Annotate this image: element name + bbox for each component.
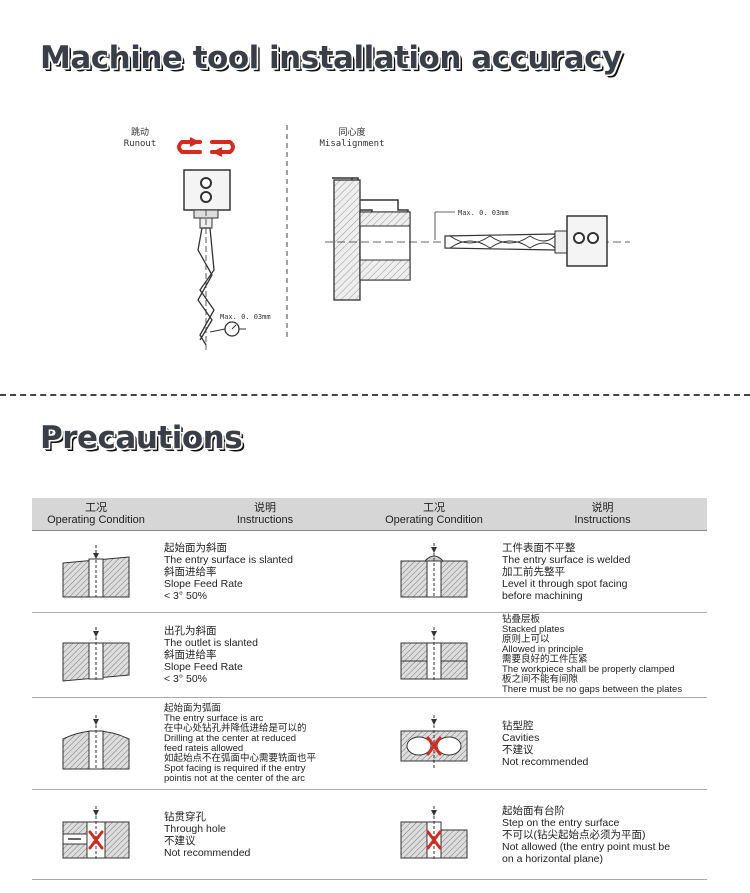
runout-label-cn: 跳动	[130, 128, 149, 138]
dial-indicator-icon	[209, 321, 246, 337]
slanted-entry-figure	[32, 530, 160, 613]
rotation-arrows-icon	[177, 140, 235, 154]
through-hole-figure	[32, 789, 160, 880]
installation-title: Machine tool installation accuracy	[40, 40, 622, 76]
misalignment-label-cn: 同心度	[338, 128, 366, 138]
arc-entry-figure	[32, 697, 160, 790]
installation-diagram: 跳动 Runout 同心度 Misalignment Max. 0. 03mm …	[0, 110, 750, 370]
stacked-plates-figure	[370, 612, 498, 698]
max-runout-label: Max. 0. 03mm	[220, 313, 271, 321]
misalignment-label-en: Misalignment	[319, 139, 385, 149]
spindle-icon	[332, 177, 411, 301]
max-misalignment-label: Max. 0. 03mm	[458, 209, 509, 217]
step-surface-figure	[370, 789, 498, 880]
runout-label-en: Runout	[123, 139, 157, 149]
section-divider	[0, 394, 750, 396]
welded-surface-figure	[370, 530, 498, 613]
slanted-outlet-figure	[32, 612, 160, 698]
precautions-title: Precautions	[40, 420, 243, 456]
horizontal-drill-icon	[434, 211, 608, 267]
cavities-figure	[370, 697, 498, 790]
runout-tool-icon	[183, 169, 231, 350]
installation-drawing	[177, 125, 630, 350]
